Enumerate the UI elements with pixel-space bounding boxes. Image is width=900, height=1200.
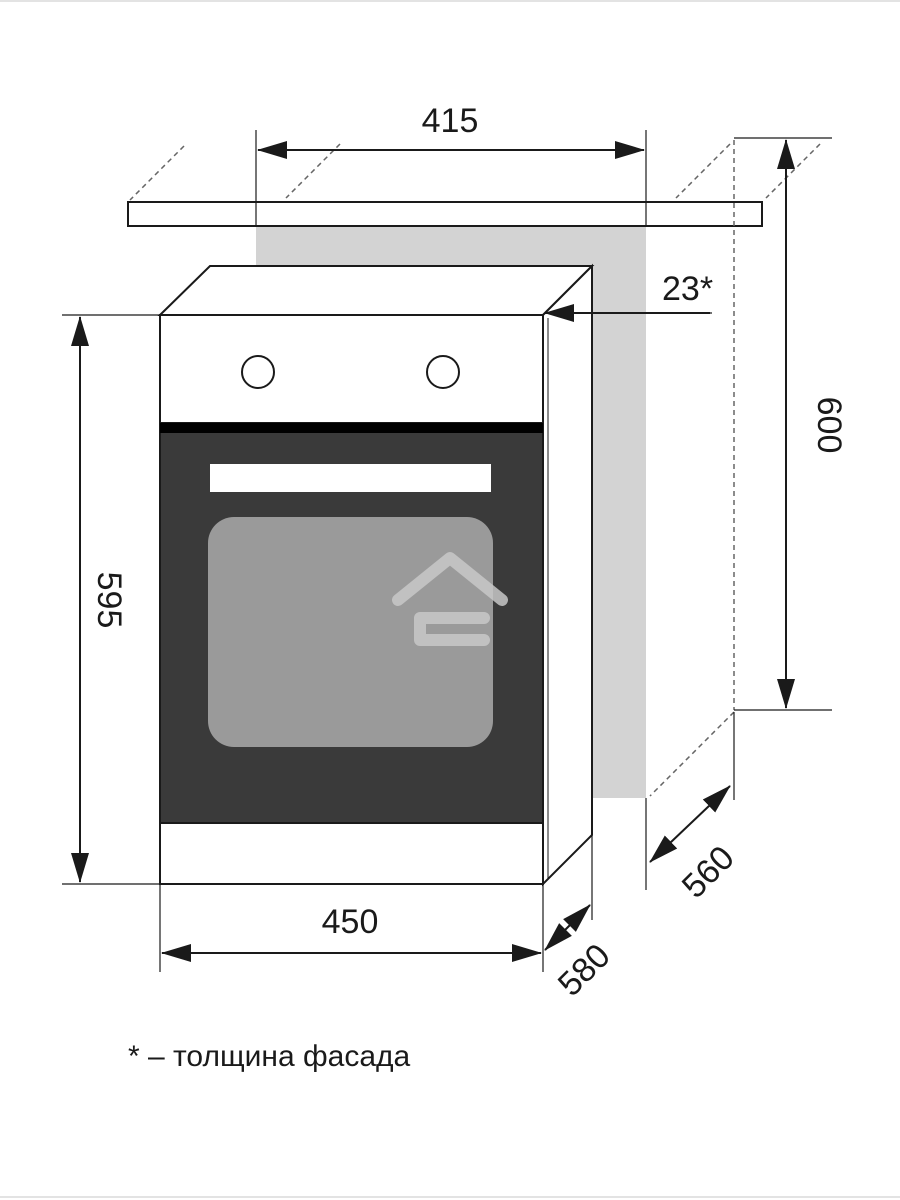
door-handle [210,464,491,492]
knob-icon [241,355,275,389]
label-facade-thickness: 23* [662,270,713,308]
control-panel [159,314,544,424]
label-cutout-width: 415 [422,102,479,140]
door-window [208,517,493,747]
label-cutout-depth: 560 [675,839,742,906]
arrow-cutout-depth [649,785,731,863]
label-oven-depth: 580 [551,937,618,1004]
arrow-oven-depth [544,904,591,951]
footnote: * – толщина фасада [128,1040,411,1073]
label-oven-width: 450 [322,903,379,941]
knob-icon [426,355,460,389]
oven-side-face [542,263,593,887]
label-cutout-height: 600 [810,397,848,454]
countertop [127,201,763,227]
door-top-strip [160,423,543,433]
dimension-arrows [71,139,795,962]
oven-top-face [157,265,595,316]
oven-bottom-panel [159,822,544,885]
watermark-home-icon [392,552,508,646]
label-oven-height: 595 [90,572,128,629]
